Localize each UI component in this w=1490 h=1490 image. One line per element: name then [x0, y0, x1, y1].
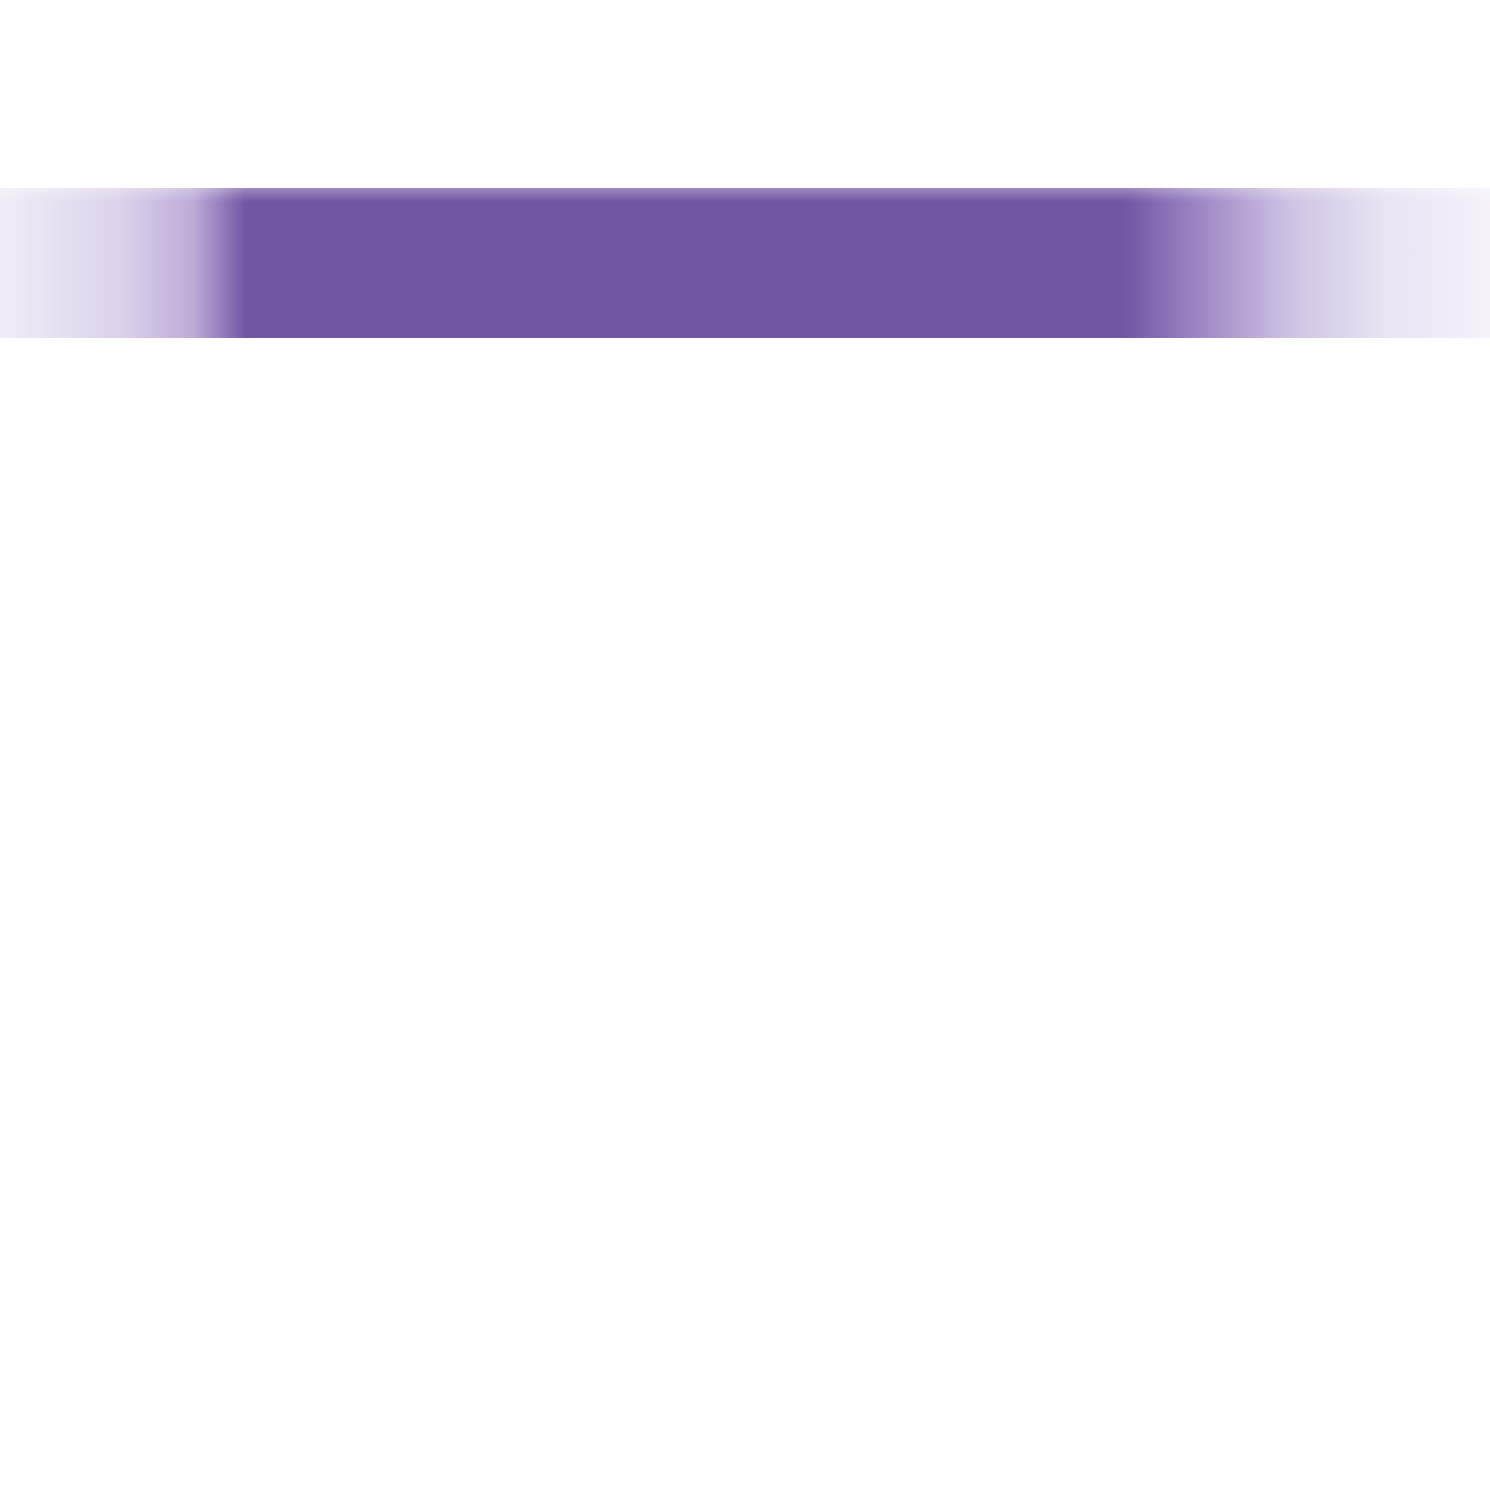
- dna-helix-intact: [57, 50, 397, 1025]
- uv-filter-banner: [0, 188, 1490, 338]
- uv-filter-device-diagram: [0, 1040, 1490, 1490]
- dna-helix-damaged: [1120, 50, 1460, 1025]
